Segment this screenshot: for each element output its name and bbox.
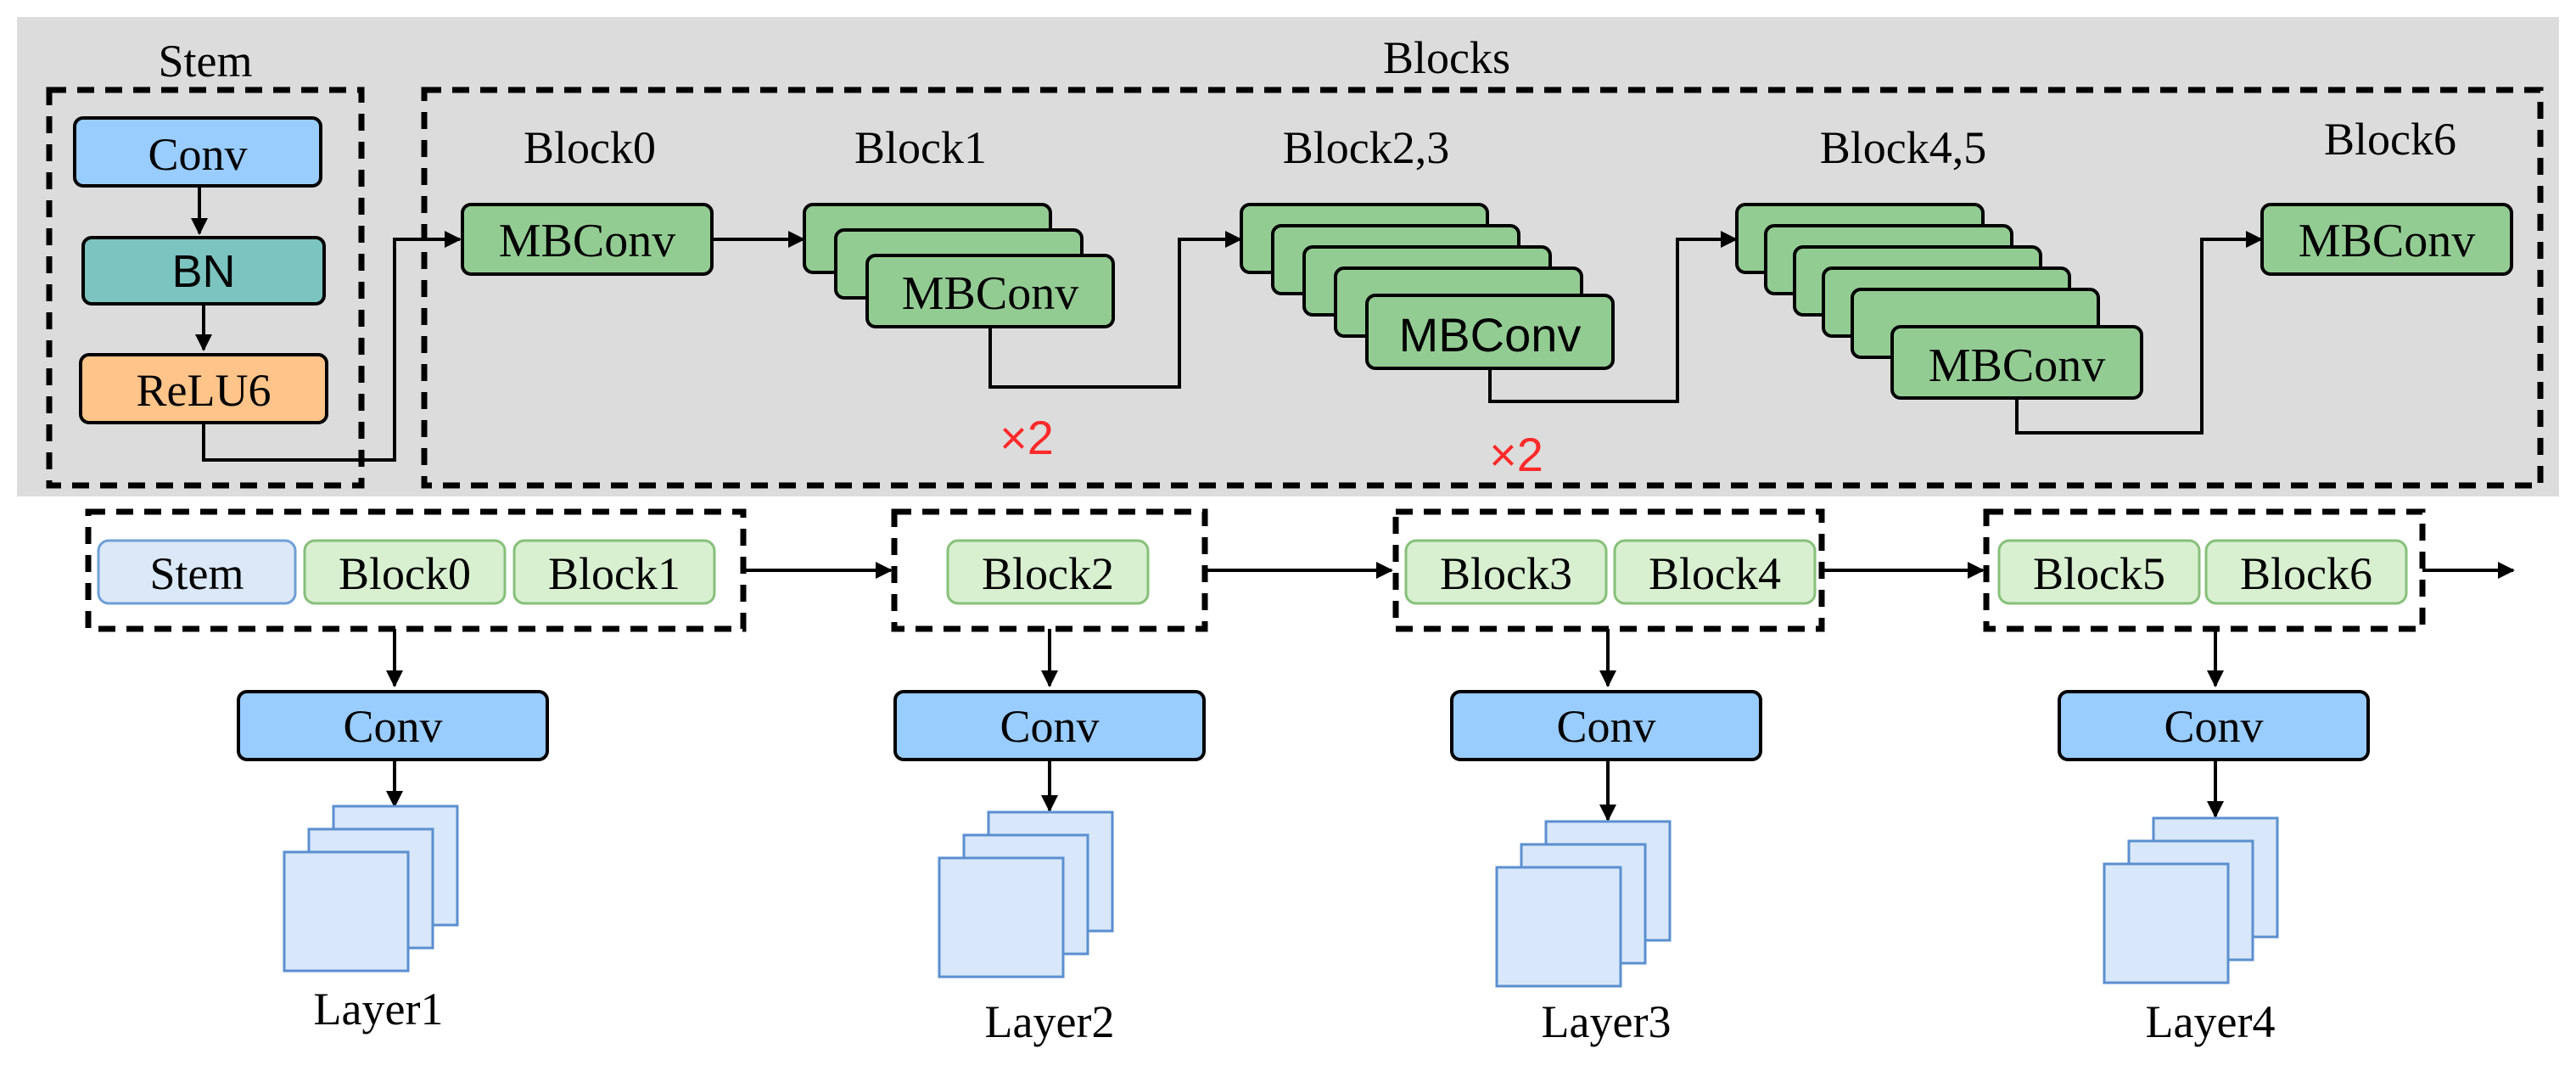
svg-text:MBConv: MBConv xyxy=(2299,215,2476,267)
svg-text:Stem: Stem xyxy=(149,548,244,599)
block0-label: Block0 xyxy=(524,122,656,173)
layer2-label: Layer2 xyxy=(985,996,1115,1047)
svg-text:MBConv: MBConv xyxy=(902,267,1079,320)
group4-frame xyxy=(1983,508,2426,632)
conv-box-4: Conv xyxy=(2058,690,2370,761)
stem-conv-box: Conv xyxy=(73,116,322,188)
layer3-feature-maps xyxy=(1495,820,1672,988)
arrow-block23-to-block45 xyxy=(1488,231,1738,403)
block23-label: Block2,3 xyxy=(1283,122,1450,173)
block0-mbconv: MBConv xyxy=(461,203,714,276)
svg-text:Conv: Conv xyxy=(343,701,442,752)
conv-box-3: Conv xyxy=(1450,690,1762,761)
svg-text:Block4: Block4 xyxy=(1649,548,1781,599)
svg-text:MBConv: MBConv xyxy=(1399,308,1582,362)
conv-box-2: Conv xyxy=(893,690,1206,761)
layer1-label: Layer1 xyxy=(314,984,444,1035)
arrow-block1-to-block23 xyxy=(988,231,1242,389)
group3-block3-chip: Block3 xyxy=(1404,539,1608,605)
svg-text:Block5: Block5 xyxy=(2033,548,2165,599)
group1-block1-chip: Block1 xyxy=(512,539,716,605)
layer4-label: Layer4 xyxy=(2146,996,2276,1047)
block6-mbconv: MBConv xyxy=(2260,203,2513,276)
block6-label: Block6 xyxy=(2324,114,2456,165)
arrow-block45-to-block6 xyxy=(2015,231,2263,435)
block1-label: Block1 xyxy=(854,122,987,173)
svg-text:ReLU6: ReLU6 xyxy=(137,365,272,416)
group4-block5-chip: Block5 xyxy=(1997,539,2201,605)
group3-block4-chip: Block4 xyxy=(1613,539,1817,605)
group2-block2-chip: Block2 xyxy=(946,539,1150,605)
block45-mbconv-stack: MBConv xyxy=(1735,203,2143,400)
block1-repeat-mark: ×2 xyxy=(1000,411,1054,464)
layer1-feature-maps xyxy=(283,805,459,973)
group4-block6-chip: Block6 xyxy=(2204,539,2408,605)
svg-text:Block0: Block0 xyxy=(339,548,471,599)
svg-text:BN: BN xyxy=(171,246,235,297)
svg-text:Conv: Conv xyxy=(1556,701,1655,752)
blocks-group-frame xyxy=(421,87,2544,489)
stem-relu6-box: ReLU6 xyxy=(79,353,328,424)
group1-stem-chip: Stem xyxy=(97,539,297,605)
block1-mbconv-stack: MBConv xyxy=(803,203,1115,328)
layer3-label: Layer3 xyxy=(1542,996,1672,1047)
block45-label: Block4,5 xyxy=(1820,122,1987,173)
stem-group-frame xyxy=(46,87,365,489)
svg-text:MBConv: MBConv xyxy=(499,215,676,267)
stem-bn-box: BN xyxy=(81,236,326,306)
arrow-stem-to-block0 xyxy=(202,231,462,462)
blocks-title: Blocks xyxy=(1383,32,1510,83)
svg-text:Conv: Conv xyxy=(148,129,247,180)
conv-box-1: Conv xyxy=(237,690,549,761)
group1-block0-chip: Block0 xyxy=(303,539,507,605)
svg-text:Block2: Block2 xyxy=(982,548,1114,599)
svg-text:Block1: Block1 xyxy=(548,548,680,599)
svg-text:Conv: Conv xyxy=(2164,701,2263,752)
svg-text:MBConv: MBConv xyxy=(1929,339,2106,392)
layer4-feature-maps xyxy=(2103,816,2279,984)
svg-text:Conv: Conv xyxy=(1000,701,1099,752)
layer2-feature-maps xyxy=(938,810,1114,978)
svg-text:Block3: Block3 xyxy=(1440,548,1572,599)
block23-repeat-mark: ×2 xyxy=(1489,428,1543,481)
stem-title: Stem xyxy=(158,36,252,87)
svg-text:Block6: Block6 xyxy=(2240,548,2372,599)
block23-mbconv-stack: MBConv xyxy=(1240,203,1615,370)
